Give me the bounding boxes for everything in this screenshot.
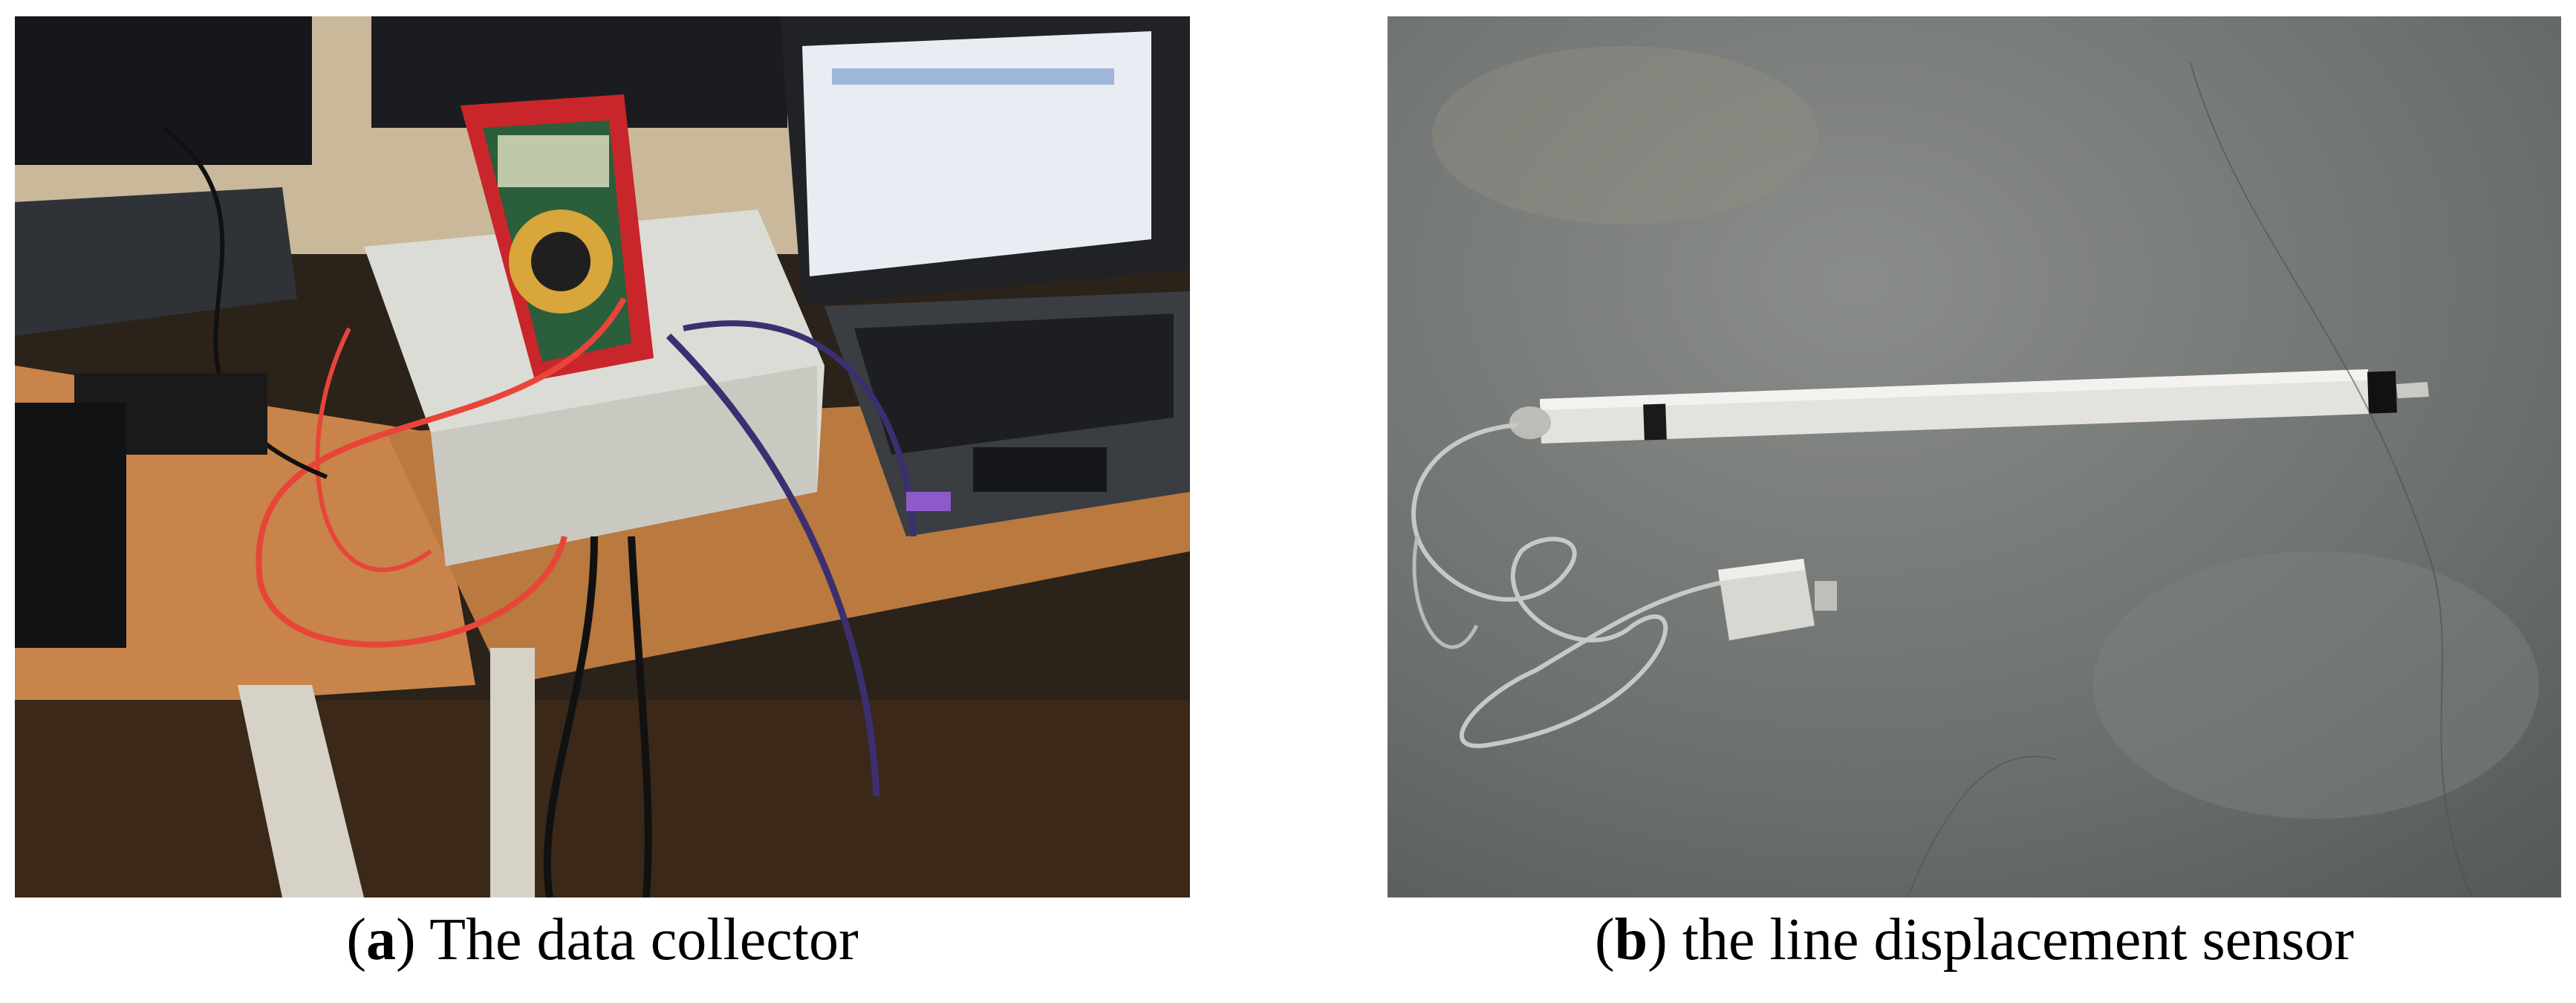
caption-close-paren: ) — [1648, 907, 1668, 973]
photo-line-displacement-sensor — [1388, 16, 2561, 897]
caption-b: (b) the line displacement sensor — [1388, 903, 2561, 977]
caption-letter: a — [365, 907, 396, 973]
caption-a: (a) The data collector — [15, 903, 1190, 977]
caption-text: The data collector — [415, 907, 859, 973]
caption-open-paren: ( — [1595, 907, 1615, 973]
caption-letter: b — [1614, 907, 1648, 973]
caption-open-paren: ( — [346, 907, 366, 973]
photo-data-collector-icon — [15, 16, 1190, 897]
photo-data-collector — [15, 16, 1190, 897]
caption-text: the line displacement sensor — [1667, 907, 2354, 973]
caption-close-paren: ) — [395, 907, 416, 973]
photo-line-displacement-sensor-icon — [1388, 16, 2561, 897]
